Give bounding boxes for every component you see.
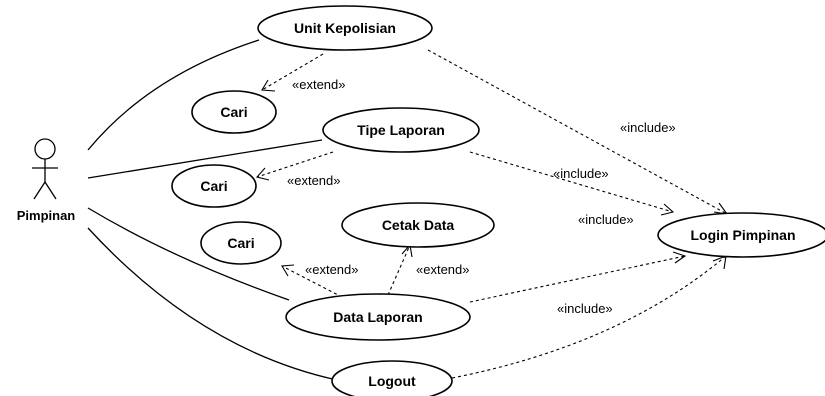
dep-logout-login [451,255,727,379]
assoc-tipe-laporan [87,139,323,179]
use-case-ellipse [200,221,282,265]
actor-name: Pimpinan [17,208,76,223]
arrowhead-data-login [672,251,687,264]
use-case-ellipse [341,202,495,248]
use-case-label: Cari [200,178,227,194]
use-case-ellipse [171,164,257,208]
assoc-unit-kepolisian [87,39,260,151]
extend-label-unit-cari: «extend» [292,77,346,92]
arrowhead-unit-cari [261,79,276,92]
use-case-tipe-laporan: Tipe Laporan [322,107,480,153]
dep-tipe-login [469,151,674,213]
arrowhead-tipe-cari [255,167,270,181]
arrowhead-tipe-login [660,203,675,216]
stereotype-labels: «extend» «extend» «extend» «extend» «inc… [287,77,676,316]
extend-label-data-cari: «extend» [305,262,359,277]
use-case-unit-kepolisian: Unit Kepolisian [257,5,433,51]
use-case-logout: Logout [331,360,453,396]
arrowhead-data-cari [281,264,295,277]
use-case-label: Login Pimpinan [691,227,796,243]
use-case-ellipse [191,90,277,134]
actor-left-leg [33,181,46,200]
extend-label-data-cetak: «extend» [416,262,470,277]
assoc-logout [87,227,338,381]
use-case-label: Tipe Laporan [357,122,445,138]
include-label-unit-login: «include» [620,120,676,135]
use-case-label: Data Laporan [333,309,422,325]
extend-label-tipe-cari: «extend» [287,173,341,188]
dep-data-cari [281,265,343,298]
actor-right-leg [44,181,57,200]
include-label-logout-login: «include» [557,301,613,316]
dep-tipe-cari [256,151,334,178]
use-case-label: Logout [368,373,416,389]
use-case-data-laporan: Data Laporan [285,293,471,341]
use-case-label: Unit Kepolisian [294,20,396,36]
use-case-ellipse [285,293,471,341]
use-case-cari-unit: Cari [191,90,277,134]
use-case-login-pimpinan: Login Pimpinan [657,212,825,258]
use-case-label: Cetak Data [382,217,455,233]
dep-data-cetak [387,244,411,296]
include-label-data-login: «include» [578,212,634,227]
use-case-cetak-data: Cetak Data [341,202,495,248]
include-label-tipe-login: «include» [553,166,609,181]
use-case-ellipse [331,360,453,396]
associations [87,39,338,381]
actor-pimpinan: Pimpinan [17,138,76,223]
use-case-ellipse [257,5,433,51]
assoc-data-laporan [87,207,290,301]
use-case-ellipse [322,107,480,153]
use-case-cari-tipe: Cari [171,164,257,208]
use-case-cari-data: Cari [200,221,282,265]
use-case-label: Cari [220,104,247,120]
actor-head [34,138,56,160]
dep-unit-login [427,49,728,215]
use-case-ellipse [657,212,825,258]
dep-data-login [469,255,686,303]
use-case-label: Cari [227,235,254,251]
